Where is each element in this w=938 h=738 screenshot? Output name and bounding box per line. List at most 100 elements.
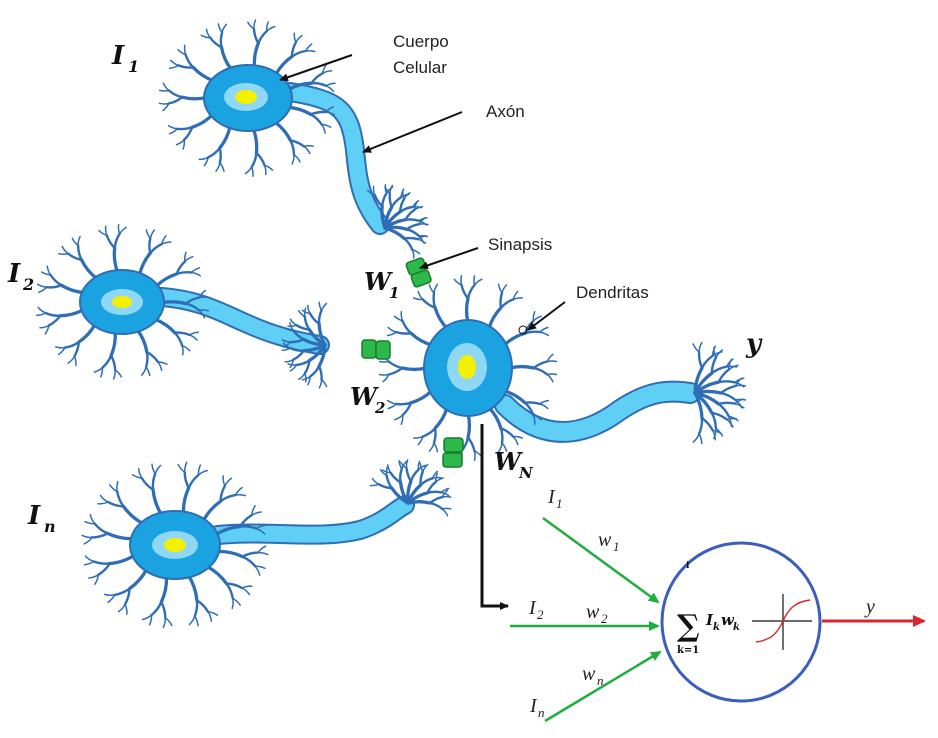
model-label-w2-sub: 2 [601,611,608,626]
dendrite-branch [390,196,403,209]
dendrite-branch [417,290,424,301]
dendrite-branch [387,366,404,376]
dendrite-branch [184,255,194,263]
dendrite-branch [281,347,292,352]
dendrite-branch [404,218,421,222]
dendrite-branch [140,477,155,491]
dendrite-branch [184,53,195,69]
dendrite-branch [309,113,323,126]
dendrite-branch [90,532,109,539]
dendrite-branch [167,124,179,130]
dendrite-branch [71,237,79,247]
dendrite-branch [241,555,257,568]
dendrite-branch [387,360,404,370]
model-connector-arrow [480,424,509,610]
dendrite-branch [532,360,549,370]
dendrite-branch [460,275,463,286]
dendrite-branch [303,315,311,331]
dendrite-branch [441,495,452,498]
dendrite-branch [532,414,536,425]
dendrite-branch [151,463,156,475]
dendritas-arrow [527,301,566,331]
dendrite-branch [725,418,734,428]
dendrite-branch [184,302,201,312]
dendrite-branch [190,112,215,129]
dendrite-branch [194,615,199,627]
dendrite-branch [318,378,323,389]
model-label-i1-sub: 1 [556,496,563,511]
dendrite-branch [252,27,260,45]
neuron-1-body [203,64,293,132]
dendrite-branch [88,574,100,579]
dendrite-branch [405,222,421,231]
dendrite-branch [109,330,117,358]
dendrite-branch [309,365,321,378]
dendrite-branch [89,514,96,525]
dendrite-branch [304,372,307,383]
sum-term-i-sub: k [713,622,720,633]
dendrite-branch [218,146,222,165]
dendrite-branch [195,599,210,613]
dendrite-branch [698,341,703,353]
model-label-in-sub: n [538,705,545,720]
dendrite-branch [255,151,266,167]
dendrite-branch [532,366,549,376]
dendrite-branch [405,459,409,469]
label-w1: W [364,267,393,296]
dendrite-branch [734,384,747,387]
dendrite-branch [135,328,149,354]
dendrite-branch [92,560,111,565]
dendrite-branch [304,49,316,53]
dendrite-branch [221,23,228,34]
dendrite-branch [244,166,253,175]
label-wn: W [494,447,523,476]
label-dendritas: Dendritas [576,283,649,302]
dendrite-branch [140,366,147,376]
dendrite-branch [83,536,93,545]
dendrite-branch [154,464,162,475]
dendrite-branch [93,522,109,535]
synapse-1 [405,257,432,288]
dendrite-branch [167,89,184,99]
dendrite-branch [44,311,62,318]
dendrite-branch [153,317,177,335]
label-axon: Axón [486,102,525,121]
dendrite-branch [733,402,745,409]
dendrite-branch [320,378,328,388]
dendrite-branch [266,25,276,32]
dendrite-branch [67,355,76,364]
dendrite-branch [215,162,221,172]
dendrite-branch [320,302,328,312]
dendrite-branch [309,110,327,116]
dendrite-branch [150,600,163,617]
dendrite-branch [725,365,738,368]
dendrite-branch [287,324,298,328]
dendrite-branch [497,283,503,294]
dendrite-branch [175,271,193,276]
dendrite-branch [251,127,259,155]
dendrite-branch [257,545,267,554]
dendrite-branch [37,306,47,314]
dendrite-branch [103,593,116,597]
dendrite-branch [284,358,295,363]
dendrite-branch [250,166,254,177]
dendrite-branch [46,265,52,276]
dendrite-branch [181,344,184,356]
dendrite-branch [114,369,123,378]
sum-top-limit: i [686,561,690,571]
dendrite-branch [273,120,293,142]
dendrite-branch [473,278,483,286]
dendrite-branch [241,551,260,558]
dendrite-branch [713,427,717,439]
dendrite-branch [389,184,394,195]
dendrite-branch [73,355,77,367]
dendrite-branch [289,346,305,352]
label-wn-sub: N [518,464,534,482]
model-label-w2: w [586,601,600,623]
dendrite-branch [108,553,137,566]
dendrite-branch [38,286,48,294]
dendrite-branch [257,551,269,556]
dendrite-branch [403,191,411,200]
dendrite-branch [523,401,535,417]
dendrite-branch [291,154,295,165]
